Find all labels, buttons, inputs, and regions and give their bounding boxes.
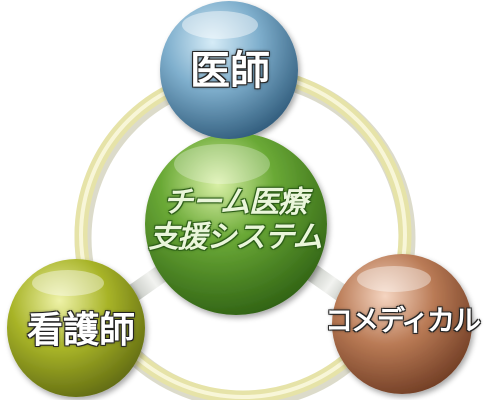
doctor-sphere-gloss: [182, 11, 258, 39]
doctor-label: 医師: [190, 48, 270, 94]
center-sphere-gloss: [174, 144, 270, 184]
comedical-sphere: [332, 254, 472, 394]
comedical-sphere-gloss: [357, 266, 431, 292]
doctor-sphere: [160, 1, 298, 139]
nurse-label: 看護師: [26, 310, 135, 351]
nurse-sphere-gloss: [32, 270, 104, 296]
center-label: チーム医療 支援システム: [126, 185, 344, 255]
comedical-label: コメディカル: [324, 304, 481, 337]
center-label-line1: チーム医療: [162, 185, 308, 220]
nurse-sphere: [7, 259, 145, 397]
center-label-line2: 支援システム: [148, 219, 322, 255]
center-sphere: [145, 133, 327, 315]
